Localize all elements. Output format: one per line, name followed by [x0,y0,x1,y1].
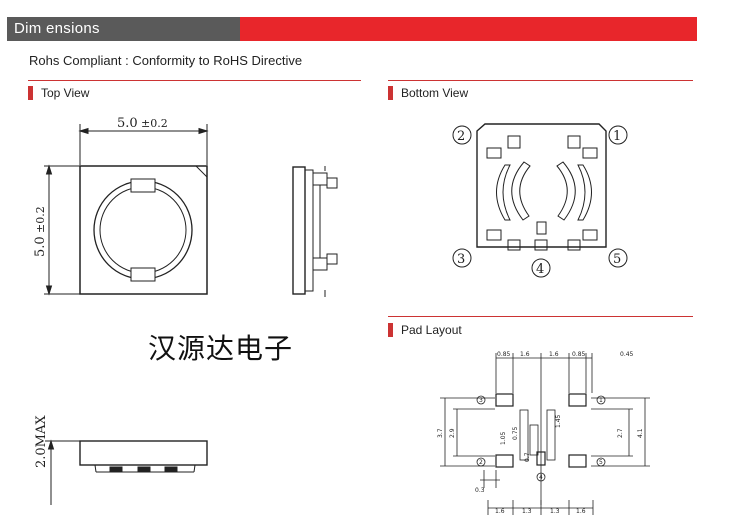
pad-right-dim-1: 2.7 [617,428,624,438]
pad-bottom-dim-4: 1.6 [576,508,586,515]
pad-center-dim-3: 1.45 [555,414,562,428]
top-view-drawing [44,124,209,296]
top-width-dim: 5.0 [117,116,138,131]
top-view-rule [28,80,361,81]
pad-pin-3: 3 [479,397,483,404]
pad-layout-title: Pad Layout [401,323,462,337]
pad-pin-5: 5 [599,459,603,466]
pad-center-dim-1: 1.05 [500,431,507,445]
top-height-dim: 5.0 [33,236,48,257]
header-title-background [7,17,240,41]
bottom-view-drawing [452,123,628,278]
bottom-pin-4: 4 [536,262,544,277]
bottom-pin-2: 2 [457,129,465,144]
pad-right-dim-2: 4.1 [637,428,644,438]
top-view-title: Top View [41,86,90,100]
pad-layout-drawing [440,353,650,515]
pad-top-dim-4: 0.85 [572,351,586,358]
pad-top-dim-3: 1.6 [549,351,559,358]
pad-pin-1: 1 [599,397,603,404]
pad-layout-rule [388,316,693,317]
pad-left-dim-1: 3.7 [437,428,444,438]
pad-center-dim-2: 0.75 [512,426,519,440]
pad-center-dim-4: 0.7 [524,452,531,462]
top-height-tol: ±0.2 [34,206,47,233]
pad-bottom-dim-1: 1.6 [495,508,505,515]
bottom-view-rule [388,80,693,81]
bottom-pin-3: 3 [457,252,465,267]
pad-top-dim-5: 0.45 [620,351,634,358]
pad-bottom-left-dim: 0.3 [475,487,485,494]
pad-pin-4: 4 [539,474,543,481]
bottom-view-title: Bottom View [401,86,469,100]
bottom-pin-1: 1 [613,129,621,144]
page-title: Dim ensions [14,20,100,37]
top-view-marker [28,86,33,100]
top-width-tol: ±0.2 [141,117,168,130]
height-view-drawing [45,439,208,505]
height-max-dim: 2.0MAX [34,415,49,468]
pad-layout-marker [388,323,393,337]
bottom-view-marker [388,86,393,100]
bottom-pin-5: 5 [613,252,621,267]
side-view-drawing [292,166,338,297]
rohs-note: Rohs Compliant : Conformity to RoHS Dire… [29,53,303,68]
pad-top-dim-2: 1.6 [520,351,530,358]
company-name: 汉源达电子 [148,332,294,365]
pad-bottom-dim-3: 1.3 [550,508,560,515]
pad-top-dim-1: 0.85 [497,351,511,358]
pad-left-dim-2: 2.9 [449,428,456,438]
pad-bottom-dim-2: 1.3 [522,508,532,515]
pad-pin-2: 2 [479,459,483,466]
